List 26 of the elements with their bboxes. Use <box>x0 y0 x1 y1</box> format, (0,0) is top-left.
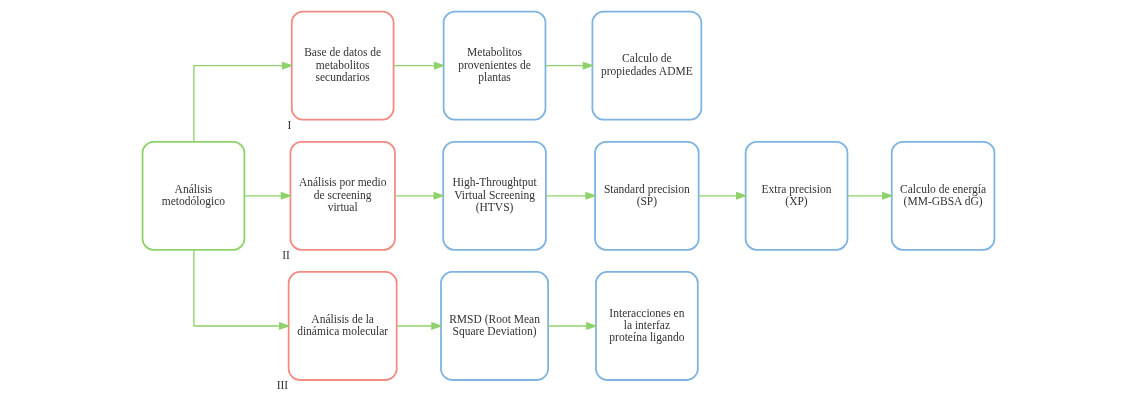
node-box: Standard precision (SP) <box>594 140 700 251</box>
arrow <box>396 321 443 330</box>
arrow <box>547 321 598 330</box>
arrow <box>243 191 293 200</box>
node-box: Metabolitos provenientes de plantas <box>442 10 547 121</box>
arrow <box>847 191 894 200</box>
node-box: Calculo de propiedades ADME <box>591 10 703 121</box>
node-box: Base de datos de metabolitos secundarios <box>290 10 395 121</box>
node-label: II <box>282 249 290 262</box>
node-box: Análisis por medio de screening virtual <box>289 140 396 251</box>
node-box: High-Throughtput Virtual Screening (HTVS) <box>442 140 547 251</box>
arrow <box>193 61 294 143</box>
node-box: RMSD (Root Mean Square Deviation) <box>440 271 549 381</box>
arrow <box>394 191 445 200</box>
arrow <box>545 61 595 70</box>
node-box: Interacciones en la interfaz proteína ligando <box>595 271 699 381</box>
arrow <box>393 61 446 70</box>
arrow <box>193 249 291 330</box>
node-box: Calculo de energía (MM-GBSA dG) <box>890 140 996 251</box>
node-box: Extra precision (XP) <box>744 140 849 251</box>
arrow <box>545 191 597 200</box>
node-label: III <box>276 379 289 392</box>
arrow <box>698 191 748 200</box>
node-box: Análisis de la dinámica molecular <box>287 271 398 381</box>
node-box: Análisis metodólogico <box>141 140 246 251</box>
node-label: I <box>287 118 292 131</box>
